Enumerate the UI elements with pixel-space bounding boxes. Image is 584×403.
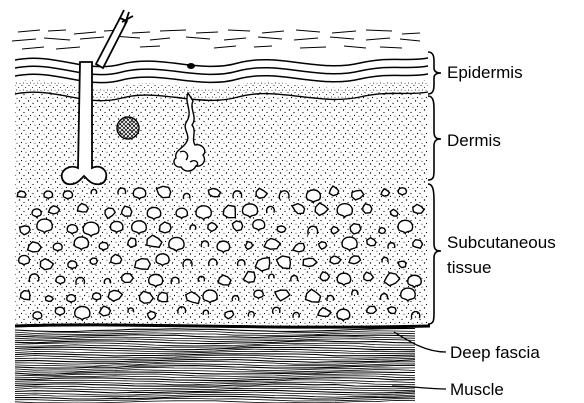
stratum-corneum-dashes — [12, 30, 420, 49]
fat-cell-icon — [277, 226, 285, 233]
fat-cell-icon — [413, 240, 423, 249]
fat-cell-icon — [379, 228, 386, 234]
fat-cell-icon — [363, 204, 372, 214]
epidermis-layer — [12, 30, 428, 101]
fat-cell-icon — [156, 254, 169, 266]
epidermis-strata — [15, 58, 428, 83]
fat-cell-icon — [55, 307, 64, 315]
brace-subcutaneous — [428, 184, 441, 324]
brace-epidermis — [428, 52, 441, 94]
label-deep-fascia: Deep fascia — [450, 342, 540, 364]
fat-cell-icon — [67, 225, 77, 234]
fat-cell-icon — [56, 276, 65, 284]
muscle-layer — [15, 326, 430, 403]
fat-cell-icon — [19, 255, 30, 265]
brace-dermis — [428, 96, 441, 180]
fat-cell-icon — [149, 274, 163, 287]
fat-cell-icon — [217, 241, 230, 252]
fat-cell-icon — [68, 261, 77, 269]
fat-cell-icon — [158, 292, 168, 301]
fat-cell-icon — [253, 220, 265, 231]
label-subcutaneous-tissue: tissue — [447, 257, 491, 279]
fat-cell-icon — [147, 207, 160, 219]
fat-cell-icon — [367, 306, 377, 313]
fat-cell-icon — [33, 312, 42, 320]
fat-cell-icon — [337, 309, 350, 320]
sebaceous-gland — [117, 117, 139, 139]
fat-cell-icon — [133, 188, 145, 199]
fat-cell-icon — [254, 290, 263, 298]
fat-cell-icon — [408, 275, 421, 287]
fat-cell-icon — [122, 274, 134, 283]
fat-cell-icon — [93, 293, 101, 300]
fat-cell-icon — [398, 188, 406, 195]
fat-cell-icon — [99, 242, 108, 250]
fat-cell-icon — [128, 238, 136, 247]
fat-cell-icon — [122, 206, 132, 216]
fat-cell-icon — [32, 209, 41, 217]
fat-cell-icon — [176, 208, 187, 218]
label-epidermis: Epidermis — [447, 62, 523, 84]
fat-cell-icon — [388, 307, 396, 314]
fat-cell-icon — [53, 243, 62, 251]
fat-cell-icon — [67, 295, 76, 303]
fat-cell-icon — [63, 191, 72, 199]
fat-cell-icon — [44, 191, 53, 199]
label-subcutaneous: Subcutaneous — [447, 232, 556, 254]
fat-cell-icon — [21, 291, 30, 300]
subcutaneous-layer — [15, 182, 428, 326]
fat-cell-icon — [306, 190, 320, 203]
fat-cell-icon — [337, 273, 350, 285]
fat-cell-icon — [135, 259, 151, 270]
label-muscle: Muscle — [450, 379, 504, 401]
fat-cell-icon — [17, 191, 26, 197]
fat-cell-icon — [110, 221, 122, 232]
label-dermis: Dermis — [447, 130, 501, 152]
fat-cell-icon — [90, 258, 97, 264]
fat-cell-icon — [350, 224, 361, 234]
pore-dot — [187, 63, 195, 69]
layer-braces — [428, 52, 441, 324]
